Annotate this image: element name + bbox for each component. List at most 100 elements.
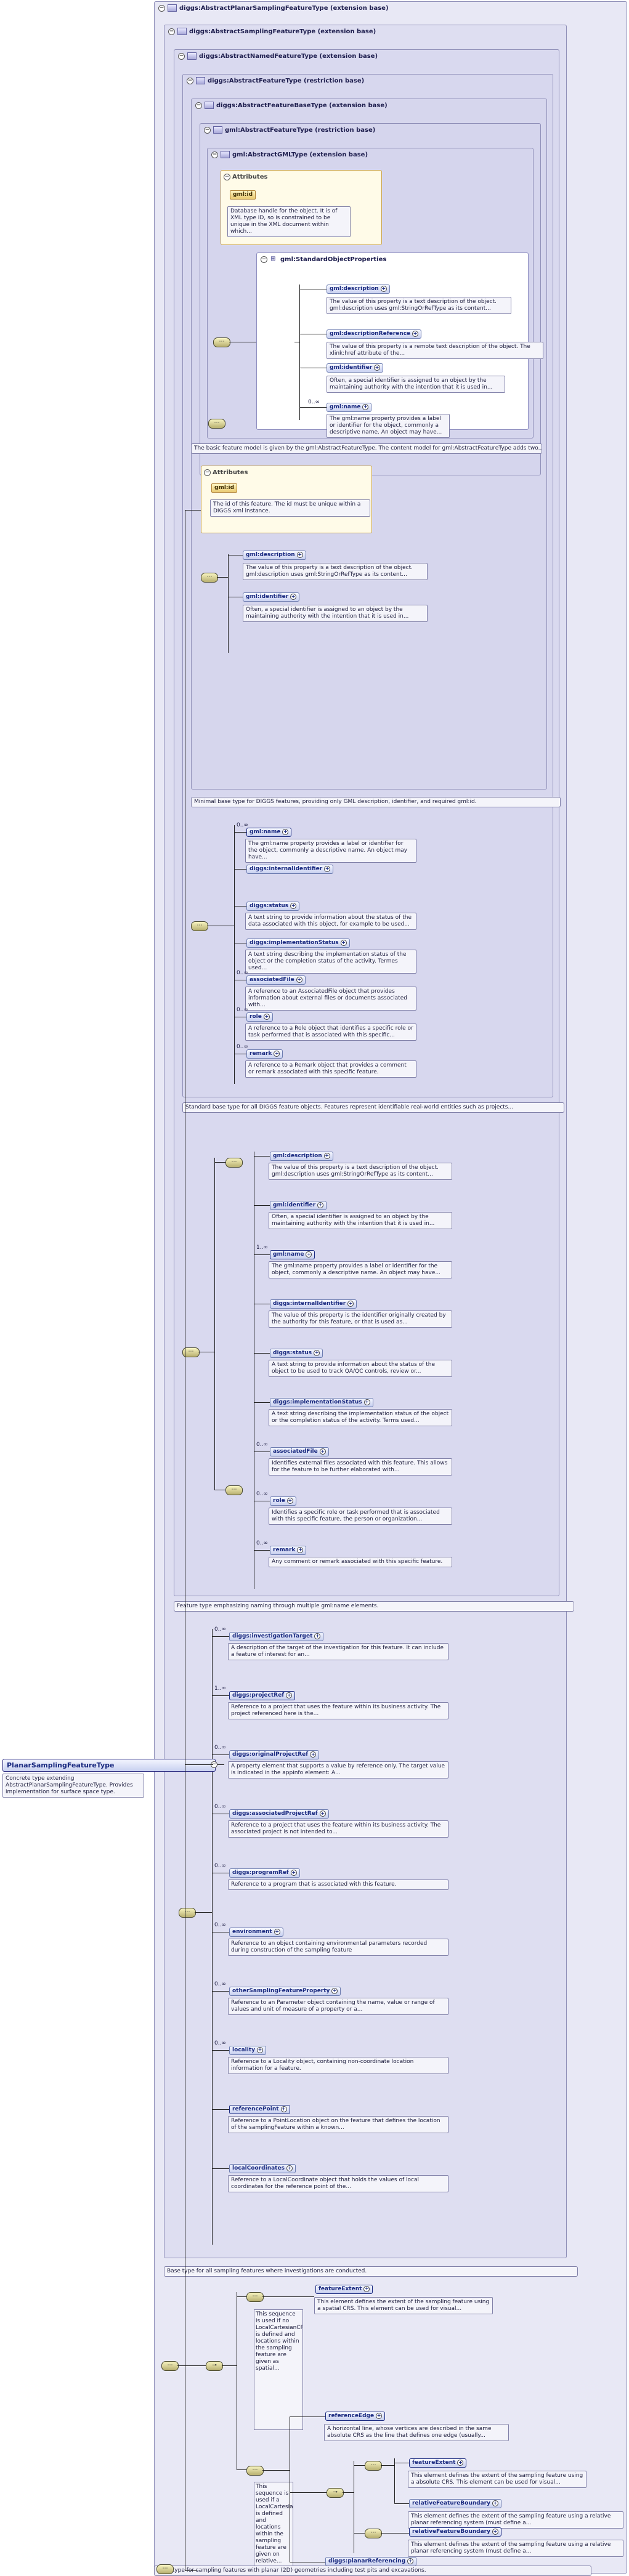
gml-description-reference-element[interactable]: gml:descriptionReference+ xyxy=(327,329,422,339)
gml-description-element[interactable]: gml:description+ xyxy=(327,285,390,294)
complex-type-icon xyxy=(196,77,205,84)
expand-icon[interactable]: + xyxy=(319,1448,326,1455)
reference-edge-element[interactable]: referenceEdge+ xyxy=(325,2412,386,2421)
element-gml-identifier[interactable]: gml:identifier+ xyxy=(270,1201,327,1210)
root-type[interactable]: PlanarSamplingFeatureType xyxy=(2,1759,216,1772)
element-diggs-internalidentifier[interactable]: diggs:internalIdentifier+ xyxy=(270,1299,357,1309)
expand-icon[interactable]: + xyxy=(263,1013,270,1020)
element-role[interactable]: role+ xyxy=(270,1496,296,1506)
expand-icon[interactable]: + xyxy=(314,1349,320,1356)
expand-icon[interactable]: + xyxy=(257,2046,264,2053)
expand-icon[interactable]: + xyxy=(290,593,297,600)
element-diggs-status[interactable]: diggs:status+ xyxy=(246,902,300,911)
element-gml-name[interactable]: gml:name+ xyxy=(270,1250,315,1259)
gml-id-attribute[interactable]: gml:id xyxy=(230,190,256,200)
gml-identifier-element[interactable]: gml:identifier+ xyxy=(327,363,384,373)
collapse-icon[interactable]: − xyxy=(211,151,218,158)
expand-icon[interactable]: + xyxy=(323,1152,330,1159)
expand-icon[interactable]: + xyxy=(274,1050,280,1057)
gml-identifier-element[interactable]: gml:identifier+ xyxy=(243,592,300,602)
element-diggs-status[interactable]: diggs:status+ xyxy=(270,1349,323,1358)
expand-icon[interactable]: + xyxy=(363,2285,370,2292)
expand-icon[interactable]: + xyxy=(319,1810,326,1817)
cardinality-label: 0..∞ xyxy=(214,1922,226,1928)
expand-icon[interactable]: + xyxy=(297,1546,304,1553)
element-othersamplingfeatureproperty[interactable]: otherSamplingFeatureProperty+ xyxy=(229,1987,341,1996)
gml-id-description: The id of this feature. The id must be u… xyxy=(210,499,370,517)
element-referencepoint[interactable]: referencePoint+ xyxy=(229,2105,290,2114)
expand-icon[interactable]: + xyxy=(290,902,297,909)
expand-icon[interactable]: + xyxy=(340,939,347,946)
collapse-icon[interactable]: − xyxy=(178,52,185,60)
element-associatedfile[interactable]: associatedFile+ xyxy=(270,1447,329,1456)
relative-feature-boundary-element[interactable]: relativeFeatureBoundary+ xyxy=(409,2499,501,2508)
expand-icon[interactable]: + xyxy=(376,2412,383,2419)
element-remark[interactable]: remark+ xyxy=(270,1546,307,1555)
element-gml-name[interactable]: gml:name+ xyxy=(246,828,292,837)
feature-extent-element[interactable]: featureExtent+ xyxy=(409,2458,467,2468)
expand-icon[interactable]: + xyxy=(286,2165,293,2171)
collapse-icon[interactable]: − xyxy=(224,174,230,180)
layer-title: −diggs:AbstractPlanarSamplingFeatureType… xyxy=(158,4,389,12)
expand-icon[interactable]: + xyxy=(412,330,419,337)
element-diggs-internalidentifier[interactable]: diggs:internalIdentifier+ xyxy=(246,865,334,874)
element-diggs-originalprojectref[interactable]: diggs:originalProjectRef+ xyxy=(229,1750,320,1759)
expand-icon[interactable]: + xyxy=(457,2459,464,2466)
collapse-icon[interactable]: − xyxy=(168,28,175,35)
element-diggs-implementationstatus[interactable]: diggs:implementationStatus+ xyxy=(246,939,350,948)
collapse-icon[interactable]: − xyxy=(261,256,267,263)
element-diggs-programref[interactable]: diggs:programRef+ xyxy=(229,1868,300,1878)
element-localcoordinates[interactable]: localCoordinates+ xyxy=(229,2164,296,2173)
expand-icon[interactable]: + xyxy=(374,364,381,371)
sequence-connector: ⋯ xyxy=(246,2466,264,2476)
element-description: A text string to provide information abo… xyxy=(245,913,416,930)
expand-icon[interactable]: + xyxy=(280,2106,287,2112)
element-description: The gml:name property provides a label o… xyxy=(245,839,416,863)
expand-icon[interactable]: + xyxy=(362,403,369,410)
element-role[interactable]: role+ xyxy=(246,1012,273,1022)
expand-icon[interactable]: + xyxy=(407,2558,414,2564)
expand-icon[interactable]: + xyxy=(492,2500,498,2506)
element-diggs-implementationstatus[interactable]: diggs:implementationStatus+ xyxy=(270,1398,373,1407)
element-gml-description[interactable]: gml:description+ xyxy=(270,1152,333,1161)
expand-icon[interactable]: + xyxy=(290,1869,297,1876)
expand-icon[interactable]: + xyxy=(296,551,303,558)
element-remark[interactable]: remark+ xyxy=(246,1049,283,1059)
expand-icon[interactable]: + xyxy=(286,1497,293,1504)
collapse-icon[interactable]: − xyxy=(204,469,211,476)
expand-icon[interactable]: + xyxy=(306,1251,312,1258)
expand-icon[interactable]: + xyxy=(380,285,387,292)
expand-icon[interactable]: + xyxy=(317,1201,324,1208)
gml-id-attribute[interactable]: gml:id xyxy=(211,483,238,493)
collapse-icon[interactable]: − xyxy=(158,4,165,12)
collapse-icon[interactable]: − xyxy=(204,126,211,134)
collapse-icon[interactable]: − xyxy=(195,102,202,109)
expand-icon[interactable]: + xyxy=(314,1633,321,1639)
expand-icon[interactable]: + xyxy=(282,828,289,835)
expand-icon[interactable]: + xyxy=(347,1300,354,1307)
relative-feature-boundary-element[interactable]: relativeFeatureBoundary+ xyxy=(409,2527,501,2537)
expand-icon[interactable]: + xyxy=(324,865,331,872)
expand-icon[interactable]: + xyxy=(286,1692,293,1698)
expand-icon[interactable]: + xyxy=(331,1987,338,1994)
element-description: A text string describing the implementat… xyxy=(269,1409,452,1426)
element-diggs-investigationtarget[interactable]: diggs:investigationTarget+ xyxy=(229,1632,324,1641)
element-environment[interactable]: environment+ xyxy=(229,1928,283,1937)
connector-line xyxy=(254,1550,270,1551)
root-description: Concrete type extending AbstractPlanarSa… xyxy=(2,1774,144,1798)
expand-icon[interactable]: + xyxy=(492,2528,498,2535)
expand-icon[interactable]: + xyxy=(363,1399,370,1405)
collapse-icon[interactable]: − xyxy=(187,77,193,84)
element-description: A reference to a Role object that identi… xyxy=(245,1024,416,1041)
expand-icon[interactable]: + xyxy=(296,976,302,983)
planar-referencing-element[interactable]: diggs:planarReferencing+ xyxy=(325,2557,417,2566)
gml-name-element[interactable]: gml:name+ xyxy=(327,403,372,412)
element-diggs-projectref[interactable]: diggs:projectRef+ xyxy=(229,1691,296,1700)
element-diggs-associatedprojectref[interactable]: diggs:associatedProjectRef+ xyxy=(229,1809,329,1819)
element-associatedfile[interactable]: associatedFile+ xyxy=(246,975,306,985)
element-locality[interactable]: locality+ xyxy=(229,2046,267,2055)
expand-icon[interactable]: + xyxy=(310,1751,317,1758)
expand-icon[interactable]: + xyxy=(274,1928,280,1935)
feature-extent-element[interactable]: featureExtent+ xyxy=(315,2285,373,2294)
gml-description-element[interactable]: gml:description+ xyxy=(243,551,306,560)
